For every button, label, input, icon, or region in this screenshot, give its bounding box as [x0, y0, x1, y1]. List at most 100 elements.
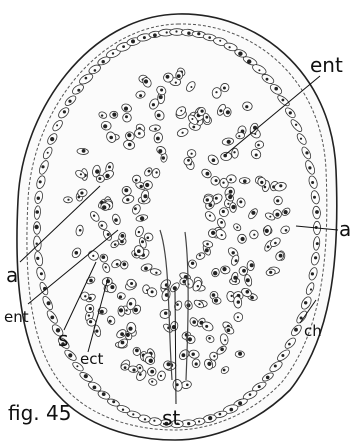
cell-nucleus [206, 198, 209, 201]
cell-nucleus [279, 184, 282, 187]
cell-nucleus [245, 105, 248, 108]
cell-nucleus [125, 115, 128, 118]
figure-caption: fig. 45 [8, 401, 71, 425]
cell-nucleus [101, 114, 103, 116]
cell-nucleus [109, 320, 112, 323]
cell-nucleus [76, 365, 78, 367]
cell-nucleus [294, 328, 298, 332]
cell-nucleus [95, 330, 98, 333]
cell-nucleus [231, 295, 233, 297]
cell-nucleus [195, 362, 198, 365]
cell-nucleus [108, 166, 111, 169]
cell-nucleus [199, 254, 201, 256]
cell-nucleus [284, 210, 288, 214]
cell-nucleus [314, 256, 317, 259]
cell-nucleus [279, 254, 283, 258]
cell-nucleus [152, 103, 155, 106]
cell-nucleus [130, 282, 133, 285]
cell-nucleus [131, 39, 135, 43]
cell-nucleus [175, 82, 177, 84]
cell-nucleus [103, 124, 107, 128]
cell-nucleus [160, 375, 162, 377]
cell-nucleus [114, 243, 117, 246]
cell-nucleus [267, 245, 270, 248]
cell-nucleus [215, 197, 218, 200]
cell-nucleus [102, 205, 106, 209]
cell-nucleus [281, 354, 284, 357]
cell-nucleus [208, 36, 211, 39]
cell-nucleus [228, 195, 232, 199]
cell-nucleus [191, 153, 193, 155]
cell-nucleus [56, 124, 58, 126]
cell-nucleus [198, 420, 200, 422]
cell-nucleus [219, 40, 221, 42]
cell-nucleus [110, 285, 114, 289]
cell-nucleus [151, 381, 153, 383]
cell-nucleus [124, 107, 128, 111]
cell-nucleus [120, 332, 124, 336]
cell-nucleus [237, 316, 239, 318]
cell-nucleus [144, 79, 148, 83]
cell-nucleus [68, 353, 72, 357]
cell-nucleus [100, 310, 104, 314]
cell-nucleus [147, 236, 150, 239]
cell-nucleus [289, 111, 292, 114]
cell-nucleus [191, 262, 194, 265]
cell-nucleus [206, 172, 210, 176]
cell-nucleus [138, 231, 140, 233]
cell-nucleus [75, 251, 79, 255]
cell-nucleus [266, 376, 270, 380]
cell-nucleus [102, 392, 106, 396]
cell-nucleus [187, 159, 190, 162]
cell-nucleus [308, 166, 311, 169]
cell-nucleus [159, 95, 163, 99]
cell-nucleus [274, 365, 277, 368]
cell-nucleus [98, 177, 101, 180]
cell-nucleus [215, 91, 217, 93]
cell-nucleus [275, 213, 279, 217]
cell-nucleus [134, 308, 138, 312]
cell-nucleus [143, 194, 147, 198]
cell-nucleus [112, 400, 115, 403]
cell-nucleus [119, 295, 122, 298]
cell-nucleus [230, 408, 234, 412]
cell-nucleus [227, 328, 231, 332]
cell-nucleus [197, 285, 199, 287]
cell-nucleus [149, 359, 153, 363]
cell-nucleus [188, 337, 192, 341]
cell-nucleus [226, 110, 230, 114]
cell-nucleus [236, 226, 238, 228]
cell-nucleus [191, 118, 193, 120]
cell-nucleus [190, 86, 192, 88]
cell-nucleus [50, 316, 54, 320]
label-a-left: a [6, 263, 18, 287]
cell-nucleus [229, 46, 231, 48]
cell-nucleus [94, 69, 97, 72]
cell-nucleus [211, 231, 215, 235]
cell-nucleus [276, 199, 279, 202]
cell-nucleus [238, 52, 242, 56]
label-s: s [58, 327, 68, 351]
label-st: st [162, 406, 180, 430]
cell-nucleus [122, 262, 126, 266]
cell-nucleus [144, 267, 148, 271]
cell-nucleus [220, 221, 223, 224]
cell-nucleus [47, 152, 49, 154]
cell-nucleus [249, 393, 252, 396]
cell-nucleus [36, 257, 39, 260]
cell-nucleus [246, 278, 250, 282]
cell-nucleus [125, 309, 127, 311]
cell-nucleus [180, 110, 182, 112]
cell-nucleus [221, 234, 223, 236]
label-a-right: a [339, 217, 351, 241]
cell-nucleus [121, 341, 125, 345]
cell-nucleus [155, 171, 157, 173]
cell-nucleus [213, 271, 217, 275]
cell-nucleus [112, 52, 114, 54]
cell-nucleus [50, 137, 54, 141]
cell-nucleus [300, 138, 302, 140]
cell-nucleus [158, 149, 162, 153]
cell-nucleus [315, 210, 319, 214]
cell-nucleus [269, 216, 271, 218]
